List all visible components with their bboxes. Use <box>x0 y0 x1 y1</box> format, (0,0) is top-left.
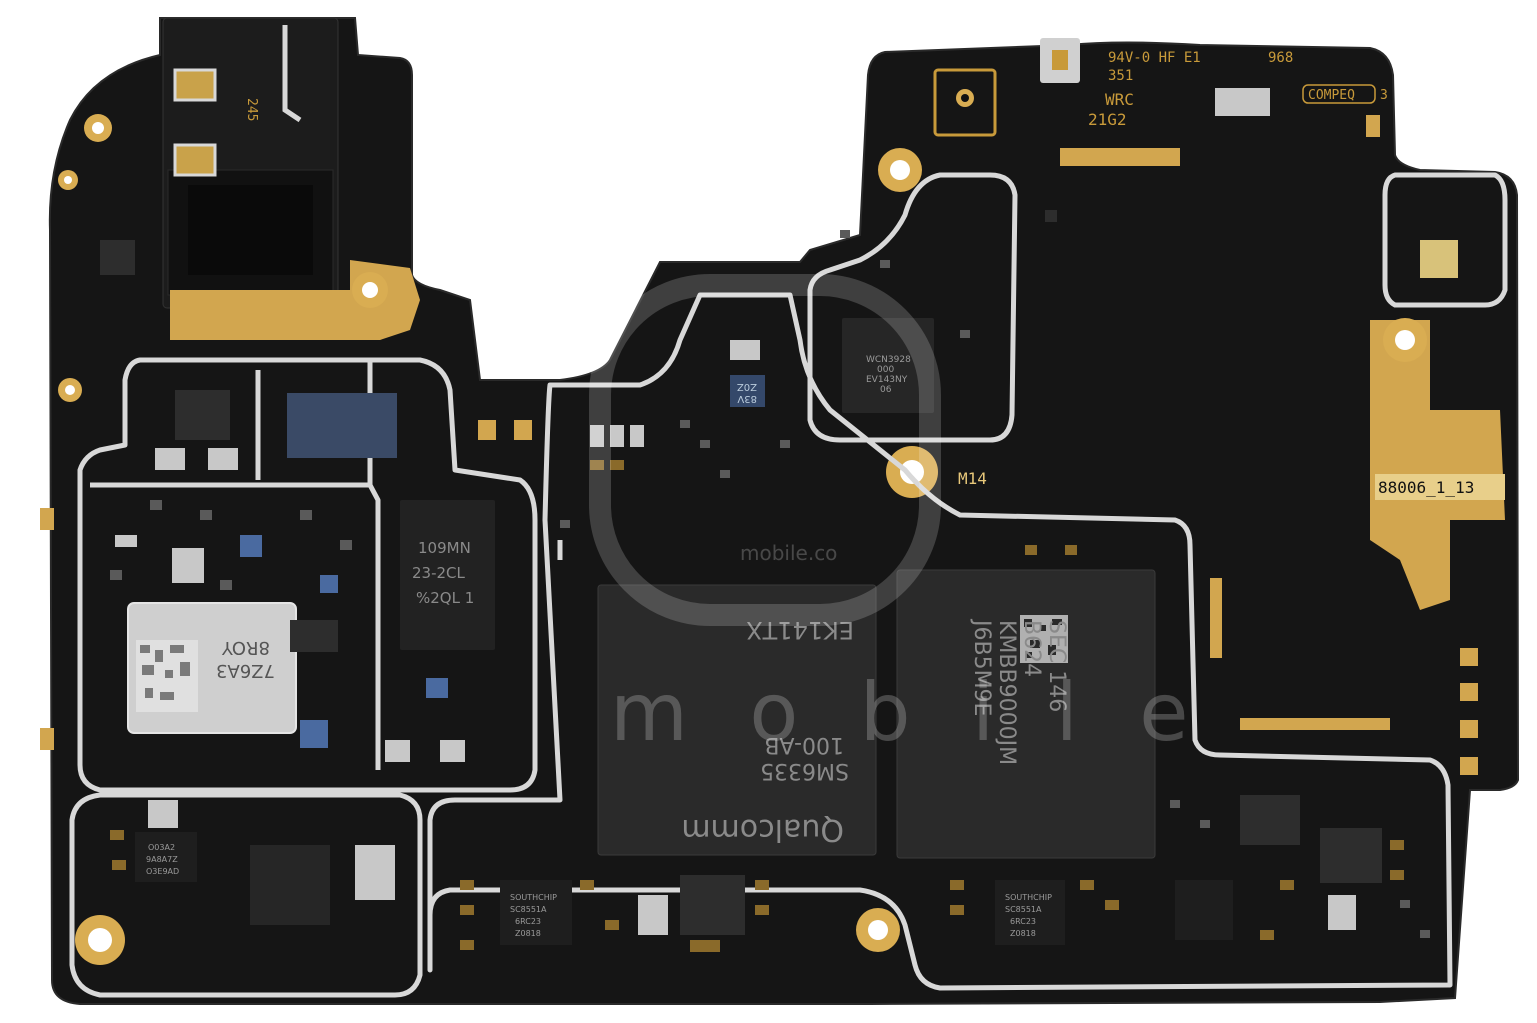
left-ic-line3: O3E9AD <box>146 867 179 876</box>
blue-ic-small <box>730 375 765 407</box>
watermark-domain: mobile.co <box>740 541 837 565</box>
wcn-line2: 000 <box>877 365 894 375</box>
soc-brand: Qualcomm <box>681 812 844 847</box>
left-ic-line1: O03A2 <box>148 843 175 852</box>
jack-label: 245 <box>244 98 259 121</box>
silk-rating-code: 968 <box>1268 50 1293 66</box>
silk-brand-tail: WRC <box>1105 90 1134 109</box>
silk-vendor-suffix: 3 <box>1380 88 1388 103</box>
silk-date-code: 21G2 <box>1088 110 1127 129</box>
watermark: mobile.co m o b i l e <box>589 274 1206 759</box>
charger-left <box>500 880 572 945</box>
soc-chip <box>597 584 877 856</box>
charger-left-code: Z0818 <box>515 929 541 938</box>
top-connector <box>933 68 997 137</box>
blue-ic-top <box>287 393 397 458</box>
charger-right-brand: SOUTHCHIP <box>1005 893 1052 902</box>
memory-code: B624 <box>1019 620 1044 677</box>
watermark-brand: m o b i l e <box>610 666 1206 759</box>
left-ic-line2: 9A8A7Z <box>146 855 178 864</box>
soc-lot: EK141TX <box>746 616 854 644</box>
gold-strip-top <box>1060 148 1180 166</box>
wcn-line4: 06 <box>880 385 892 395</box>
passive-components <box>110 230 1430 952</box>
wifi-line1: 7Z6A3 <box>216 660 275 681</box>
left-small-ic <box>135 832 197 882</box>
silk-vendor: COMPEQ <box>1308 88 1355 103</box>
wifi-line2: 8ROY <box>221 637 270 658</box>
pmic-chip <box>400 500 495 650</box>
memory-maker: SEC 146 <box>1044 620 1069 712</box>
silk-lot: 351 <box>1108 68 1133 84</box>
gold-pad-right <box>1370 320 1505 610</box>
wcn-line1: WCN3928 <box>866 355 911 365</box>
pmic-line2: 23-2CL <box>412 564 466 582</box>
memory-part: KMBB9000JM <box>994 620 1019 765</box>
charger-left-lot: 6RC23 <box>515 917 541 926</box>
charger-right-lot: 6RC23 <box>1010 917 1036 926</box>
small-ic-line2: Z0Z <box>737 381 757 392</box>
charger-right <box>995 880 1065 945</box>
silver-components <box>148 88 1458 935</box>
charger-left-brand: SOUTHCHIP <box>510 893 557 902</box>
charger-left-model: SC8551A <box>510 905 547 914</box>
soc-model: SM6335 <box>760 758 849 783</box>
charger-right-model: SC8551A <box>1005 905 1042 914</box>
silk-part-number: 88006_1_13 <box>1378 478 1474 497</box>
memory-chip <box>896 569 1156 859</box>
pmic-line1: 109MN <box>418 539 471 557</box>
misc-ics <box>100 210 1382 935</box>
wcn-chip <box>842 318 934 413</box>
shield-fences <box>69 172 1508 998</box>
soc-rev: 100-AB <box>764 732 844 757</box>
right-edge-pads <box>40 115 1478 775</box>
silk-rating: 94V-0 HF E1 <box>1108 50 1201 66</box>
pmic-line3: %2QL 1 <box>416 589 474 607</box>
silk-mount-label: M14 <box>958 469 987 488</box>
charger-right-code: Z0818 <box>1010 929 1036 938</box>
memory-lot: J6B5M9E <box>969 618 994 716</box>
small-ic-line1: 83V <box>737 393 757 404</box>
mounting-holes <box>58 114 1427 965</box>
wcn-line3: EV143NY <box>866 375 908 385</box>
